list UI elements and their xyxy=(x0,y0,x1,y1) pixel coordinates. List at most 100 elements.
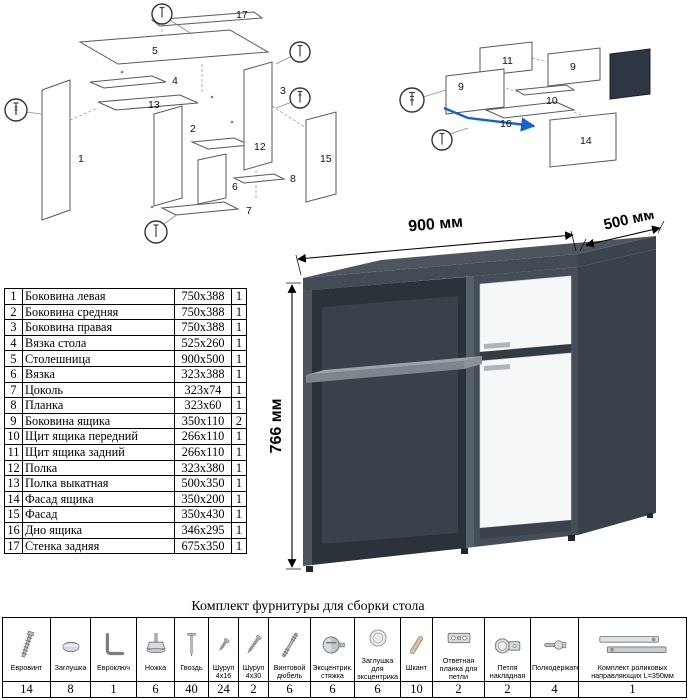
parts-cell-name: Дно ящика xyxy=(22,521,175,539)
parts-cell-num: 13 xyxy=(4,475,23,492)
part-number-label: 14 xyxy=(580,135,592,147)
part-drawer-side-right xyxy=(547,47,601,87)
parts-cell-name: Фасад xyxy=(22,506,175,523)
callout-fastener xyxy=(151,3,193,35)
callout-fastener xyxy=(399,87,447,113)
part-number-label: 7 xyxy=(246,205,252,217)
parts-cell-name: Планка xyxy=(22,397,175,414)
parts-cell-name: Фасад ящика xyxy=(22,490,175,508)
part-number-label: 3 xyxy=(280,85,286,97)
part-number-label: 9 xyxy=(570,61,576,73)
parts-cell-name: Стенка задняя xyxy=(22,537,175,555)
parts-cell-size: 346x295 xyxy=(174,521,232,539)
parts-cell-name: Боковина ящика xyxy=(22,412,175,430)
hardware-item: Винтовой дюбель xyxy=(269,618,311,681)
hardware-item-label: Шуруп 4x30 xyxy=(242,662,265,680)
hardware-item-qty: 10 xyxy=(401,680,433,697)
callout-fastener xyxy=(275,41,311,65)
hinge-plate-icon xyxy=(434,619,483,657)
parts-cell-num: 5 xyxy=(4,350,23,367)
hardware-item: Шкант xyxy=(401,618,433,681)
drawer-door-gap xyxy=(480,344,571,361)
part-middle-side xyxy=(153,105,183,207)
part-tie xyxy=(197,153,227,205)
parts-cell-num: 14 xyxy=(4,490,23,508)
hardware-item-qty: 40 xyxy=(175,680,209,697)
parts-cell-name: Боковина средняя xyxy=(22,303,175,321)
hardware-title: Комплект фурнитуры для сборки стола xyxy=(191,599,425,614)
hardware-item-label: Полкодержатель xyxy=(532,662,578,672)
part-number-label: 11 xyxy=(502,55,513,67)
hardware-item-qty: 2 xyxy=(485,680,531,697)
parts-cell-qty: 1 xyxy=(231,334,247,352)
dowel-screw-icon xyxy=(270,626,309,664)
desk-top-front-edge xyxy=(303,254,578,291)
parts-cell-num: 10 xyxy=(4,428,23,445)
part-drawer-rail xyxy=(514,84,576,96)
hardware-item-label: Петля накладная xyxy=(489,662,526,680)
hardware-item-qty: 6 xyxy=(311,680,355,697)
parts-cell-qty: 1 xyxy=(231,428,247,445)
hex-key-icon xyxy=(92,626,135,664)
hardware-item-label: Ответная планка для петли xyxy=(439,656,478,681)
parts-cell-name: Полка xyxy=(22,459,175,477)
part-shelf xyxy=(190,137,252,150)
parts-cell-qty: 1 xyxy=(231,521,247,539)
parts-cell-num: 15 xyxy=(4,506,23,523)
screw-short-icon xyxy=(210,626,237,664)
parts-cell-size: 350x430 xyxy=(174,506,232,523)
hardware-item-label: Комплект роликовых направляющих L=350мм xyxy=(591,662,674,680)
desk-back-panel xyxy=(322,296,458,544)
drawer-front xyxy=(479,275,572,353)
part-number-label: 8 xyxy=(290,173,296,185)
part-number-label: 12 xyxy=(254,141,266,153)
parts-cell-qty: 2 xyxy=(231,412,247,430)
depth-dimension-line xyxy=(585,225,661,248)
cam-lock-icon xyxy=(312,626,353,664)
nail-icon xyxy=(176,626,207,664)
hardware-item-qty: 6 xyxy=(137,680,175,697)
parts-cell-name: Столешница xyxy=(22,350,175,367)
part-drawer-back xyxy=(479,41,533,77)
keyboard-tray-front xyxy=(306,361,464,383)
parts-cell-qty: 1 xyxy=(231,288,247,305)
parts-cell-size: 323x74 xyxy=(174,381,232,399)
part-drawer-side-dark xyxy=(609,48,651,100)
parts-cell-qty: 1 xyxy=(231,537,247,555)
desk-middle-panel-edge xyxy=(466,276,474,548)
width-dimension-label: 900 мм xyxy=(408,214,464,236)
hardware-item-label: Винтовой дюбель xyxy=(273,662,306,680)
hardware-item-label: Ножка xyxy=(144,662,167,672)
euro-screw-icon xyxy=(4,626,49,664)
hardware-item-qty: 2 xyxy=(433,680,485,697)
parts-cell-num: 16 xyxy=(4,521,23,539)
callout-fastener xyxy=(4,98,43,122)
leg-icon xyxy=(138,626,173,664)
desk-left-panel-edge xyxy=(303,290,312,566)
parts-cell-name: Боковина левая xyxy=(22,288,175,305)
parts-cell-size: 525x260 xyxy=(174,334,232,352)
parts-cell-qty: 1 xyxy=(231,490,247,508)
hardware-item: Евровинт xyxy=(3,618,51,681)
callout-fastener xyxy=(431,127,469,151)
parts-cell-num: 8 xyxy=(4,397,23,414)
parts-cell-size: 750x388 xyxy=(174,303,232,321)
part-back-wall xyxy=(150,11,264,27)
parts-cell-size: 323x380 xyxy=(174,459,232,477)
dowel-icon xyxy=(402,626,431,664)
hardware-item: Ножка xyxy=(137,618,175,681)
hardware-item: Полкодержатель xyxy=(531,618,579,681)
parts-cell-num: 12 xyxy=(4,459,23,477)
